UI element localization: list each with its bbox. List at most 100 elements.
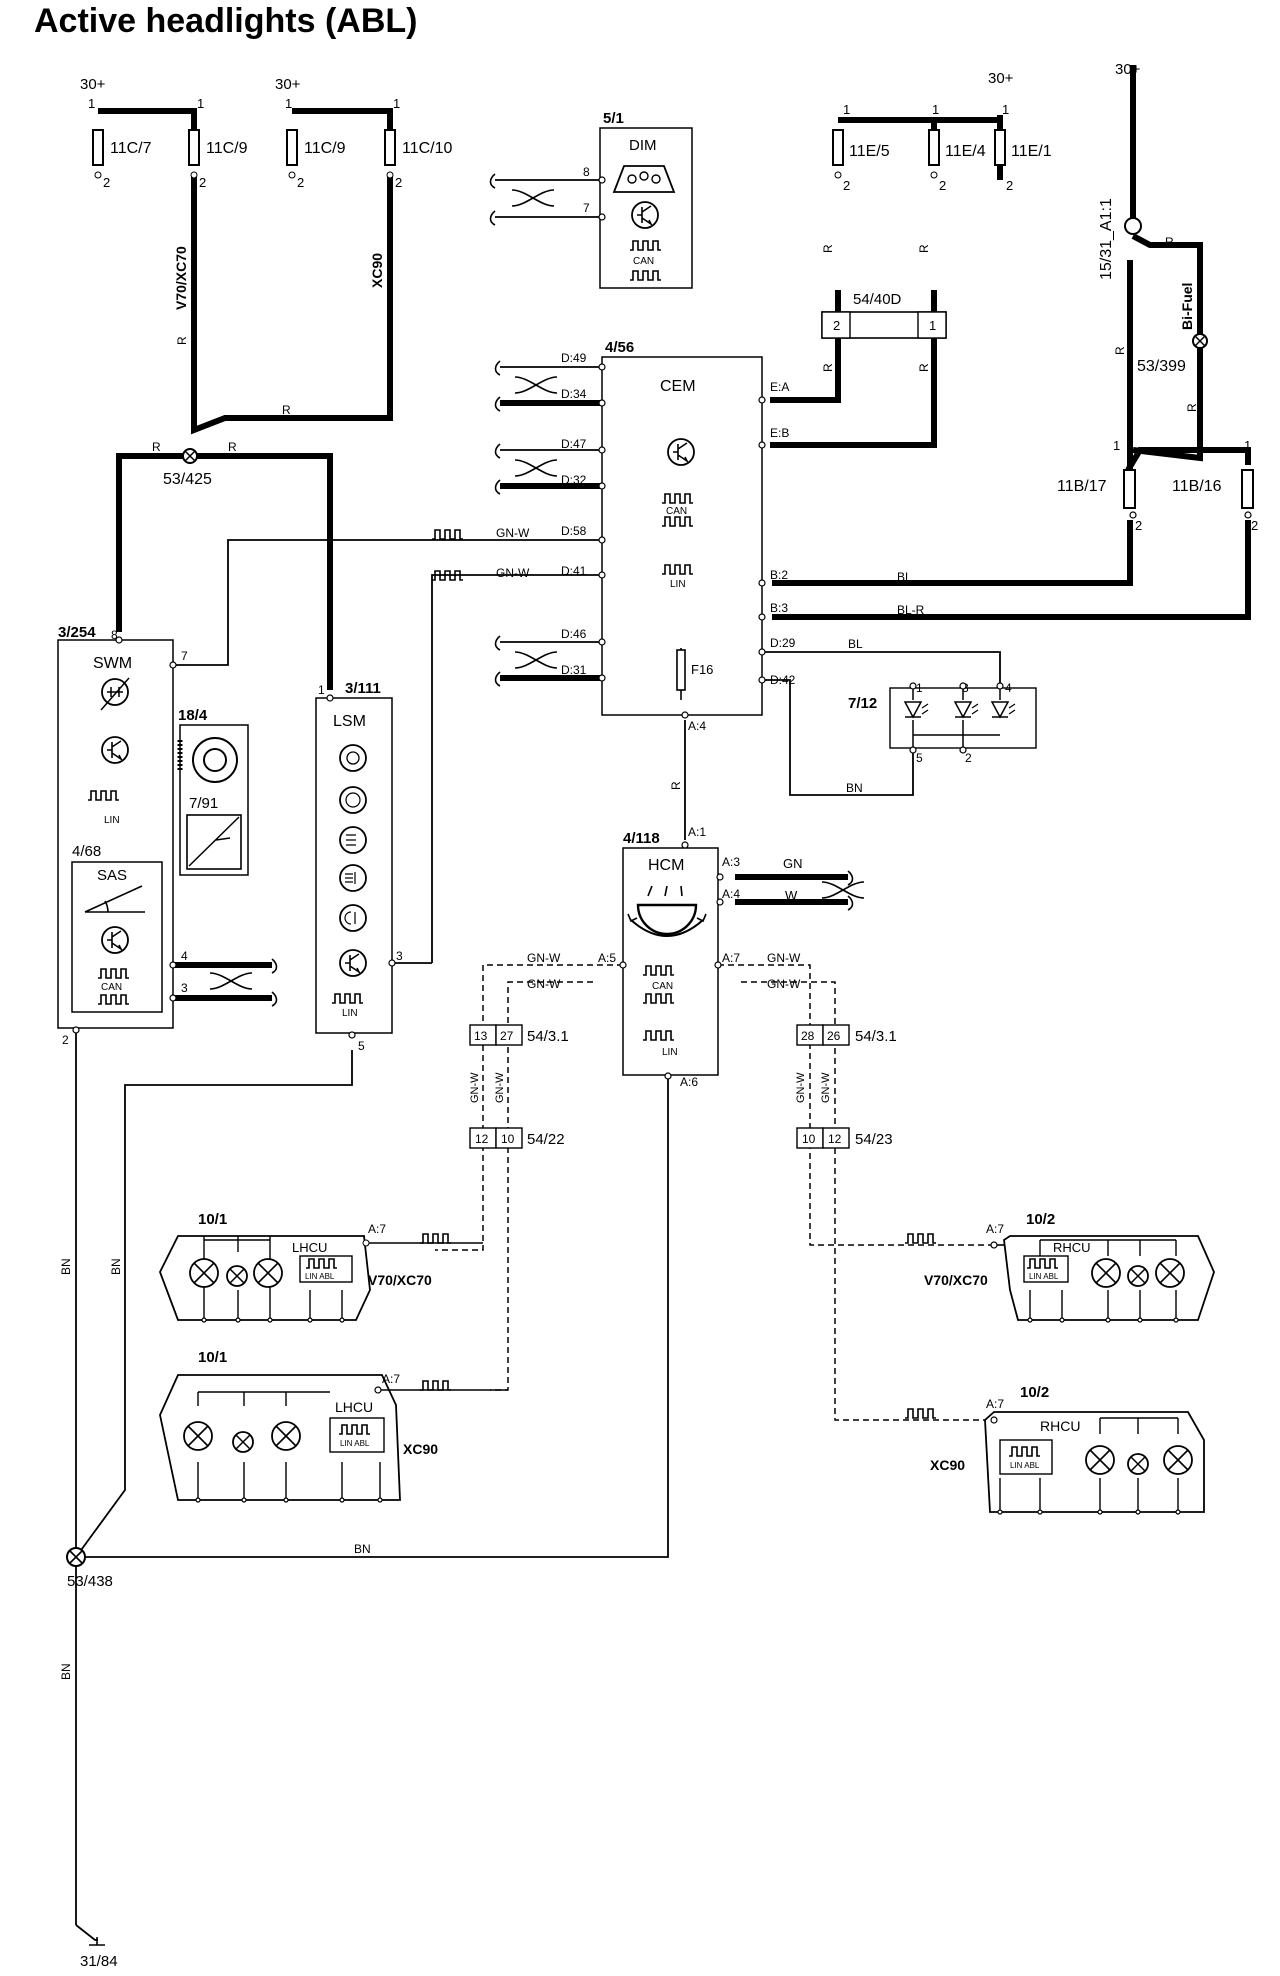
fuse-pin-out: 2 xyxy=(1135,518,1142,533)
pin-label: 2 xyxy=(62,1033,69,1047)
pin-label: 13 xyxy=(474,1029,488,1043)
led-icon xyxy=(953,701,979,719)
wire-color-red: R xyxy=(669,781,683,790)
fuse-label: 11C/9 xyxy=(304,140,346,157)
module-name: LSM xyxy=(333,713,366,730)
module-name: SAS xyxy=(97,867,127,884)
module-name: CEM xyxy=(660,378,696,395)
cem-right-pins: E:A E:B B:2 B:3 D:29 D:42 xyxy=(770,380,796,687)
pin-label: D:41 xyxy=(561,564,587,578)
wire-color-gn-w: GN-W xyxy=(496,566,530,580)
variant-label: XC90 xyxy=(403,1441,438,1457)
can-label: CAN xyxy=(666,506,687,517)
supply-labels: 30+ 30+ 30+ 30+ xyxy=(80,61,1141,93)
led-icon xyxy=(903,701,929,719)
lamp-icon xyxy=(189,1258,219,1288)
pin-label: A:4 xyxy=(688,719,706,733)
wire-color-red: R xyxy=(282,403,291,417)
fuse-pin-in: 1 xyxy=(1113,438,1120,453)
fuse-label: 11C/7 xyxy=(110,140,152,157)
pin-label: 7 xyxy=(181,649,188,663)
fuse-label: 11C/10 xyxy=(402,140,453,157)
lin-label: LIN xyxy=(662,1047,678,1058)
variant-label-bifuel: Bi-Fuel xyxy=(1179,283,1195,330)
connector-54-23: 10 12 54/23 xyxy=(796,1127,893,1149)
wire-color-w: W xyxy=(785,888,798,903)
fuse-pin-in: 1 xyxy=(932,102,939,117)
fuse-f16: F16 xyxy=(676,648,713,700)
pin-label: 5 xyxy=(358,1039,365,1053)
pin-label: 3 xyxy=(181,981,188,995)
led-unit-7-12: 7/12 1 3 4 5 2 xyxy=(848,681,1037,765)
fuse-label: 11B/16 xyxy=(1172,478,1222,495)
control-unit-label: RHCU xyxy=(1040,1418,1080,1434)
pin-label: 28 xyxy=(801,1029,815,1043)
wire-color-bl-r: BL-R xyxy=(897,603,925,617)
control-unit-label: RHCU xyxy=(1053,1240,1091,1255)
lamp-icon xyxy=(1091,1258,1121,1288)
parking-light-icon xyxy=(339,786,367,814)
twisted-pair-icon xyxy=(514,376,558,394)
ground-icon xyxy=(89,1937,105,1946)
module-id: 3/254 xyxy=(58,624,96,641)
connector-label: 54/22 xyxy=(527,1131,565,1148)
fuse-pin-out: 2 xyxy=(199,175,206,190)
fuse-pin-in: 1 xyxy=(197,96,204,111)
fuse-pin-out: 2 xyxy=(297,175,304,190)
supply-30-label: 30+ xyxy=(1115,61,1141,78)
supply-30-label: 30+ xyxy=(80,76,106,93)
fuse-pin-in: 1 xyxy=(88,96,95,111)
lin-abl-label: LIN ABL xyxy=(1010,1461,1040,1470)
pin-label: 7 xyxy=(583,201,590,215)
control-unit-label: LHCU xyxy=(292,1240,327,1255)
steering-angle-icon xyxy=(84,885,145,913)
supply-30-label: 30+ xyxy=(275,76,301,93)
module-id: 18/4 xyxy=(178,707,208,724)
pin-label: A:7 xyxy=(382,1372,400,1386)
pin-label: D:46 xyxy=(561,627,587,641)
bifuel-branch: 15/31_A1:1 R R R Bi-Fuel 53/399 xyxy=(1098,198,1208,412)
fuse-label: 11E/4 xyxy=(945,143,986,160)
module-id: 10/1 xyxy=(198,1211,227,1228)
relay-54-40d: 2 1 54/40D xyxy=(821,290,947,339)
pin-label: A:4 xyxy=(722,887,740,901)
fuse-11e5: 1 2 11E/5 xyxy=(832,102,890,193)
lin-abl-label: LIN ABL xyxy=(340,1439,370,1448)
pin-label: A:7 xyxy=(986,1222,1004,1236)
pin-label: A:5 xyxy=(598,951,616,965)
lamp-unit-10-2-xc90: 10/2 RHCU LIN ABL XC90 A:7 xyxy=(904,1384,1205,1513)
cem-module: 4/56 CEM CAN LIN F16 D:49 D:34 D:47 D:32… xyxy=(561,339,796,733)
pin-label: 12 xyxy=(475,1132,489,1146)
module-id: 4/68 xyxy=(72,843,101,860)
pin-label: 1 xyxy=(916,681,923,695)
wire-color-gn-w: GN-W xyxy=(767,977,801,991)
pin-label: E:A xyxy=(770,380,789,394)
lamp-unit-10-2-v70: 10/2 RHCU LIN ABL V70/XC70 A:7 xyxy=(904,1211,1215,1321)
lin-abl-label: LIN ABL xyxy=(305,1272,335,1281)
fuse-pin-out: 2 xyxy=(1006,178,1013,193)
splice-label: 53/399 xyxy=(1137,358,1186,375)
pin-label: A:6 xyxy=(680,1075,698,1089)
ground-label: 31/84 xyxy=(80,1953,118,1970)
wire-color-red: R xyxy=(917,363,931,372)
module-id: 10/2 xyxy=(1020,1384,1049,1401)
connector-label: 54/23 xyxy=(855,1131,893,1148)
lin-signal-icon xyxy=(419,1233,452,1244)
wire-color-red: R xyxy=(1113,346,1127,355)
pin-label: D:42 xyxy=(770,673,796,687)
pin-label: A:3 xyxy=(722,855,740,869)
fuse-pin-out: 2 xyxy=(103,175,110,190)
pin-label: D:47 xyxy=(561,437,587,451)
module-id: 10/2 xyxy=(1026,1211,1055,1228)
pin-label: 1 xyxy=(318,683,325,697)
pin-label: D:29 xyxy=(770,636,796,650)
fuse-pin-out: 2 xyxy=(1251,518,1258,533)
terminal-dots xyxy=(72,176,1252,1515)
led-icon xyxy=(990,701,1016,719)
connector-label: 54/3.1 xyxy=(527,1028,569,1045)
fuse-pin-in: 1 xyxy=(393,96,400,111)
fuse-11c9-b: 1 2 11C/9 xyxy=(285,96,346,190)
fuse-pin-in: 1 xyxy=(285,96,292,111)
pin-label: 4 xyxy=(181,949,188,963)
